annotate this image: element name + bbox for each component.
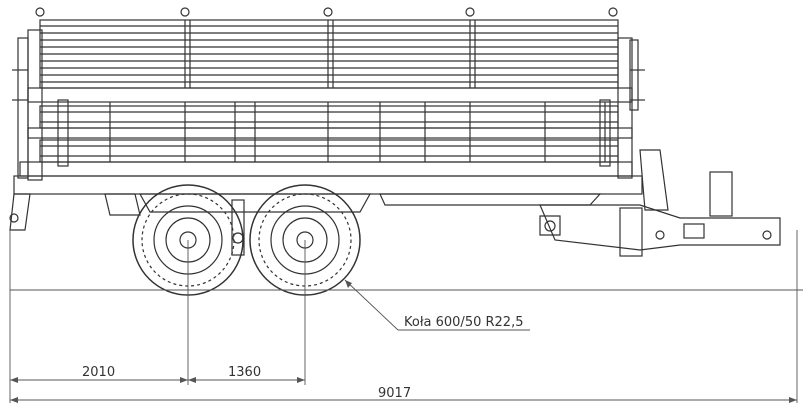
dim-axle-spacing: 1360: [228, 365, 261, 380]
dim-rear-to-axle1: 2010: [82, 365, 115, 380]
top-eyelets: [35, 7, 618, 17]
dim-overall-length: 9017: [378, 386, 411, 401]
upper-box-extension: [39, 19, 619, 89]
drawbar: [539, 149, 781, 257]
trailer-drawing: [9, 7, 781, 296]
dimension-lines: [9, 230, 803, 403]
main-body: [19, 87, 633, 177]
end-posts: [12, 29, 645, 181]
chassis: [9, 175, 643, 256]
dimension-arrows: [10, 280, 797, 403]
wheels-callout: Koła 600/50 R22,5: [404, 315, 523, 330]
